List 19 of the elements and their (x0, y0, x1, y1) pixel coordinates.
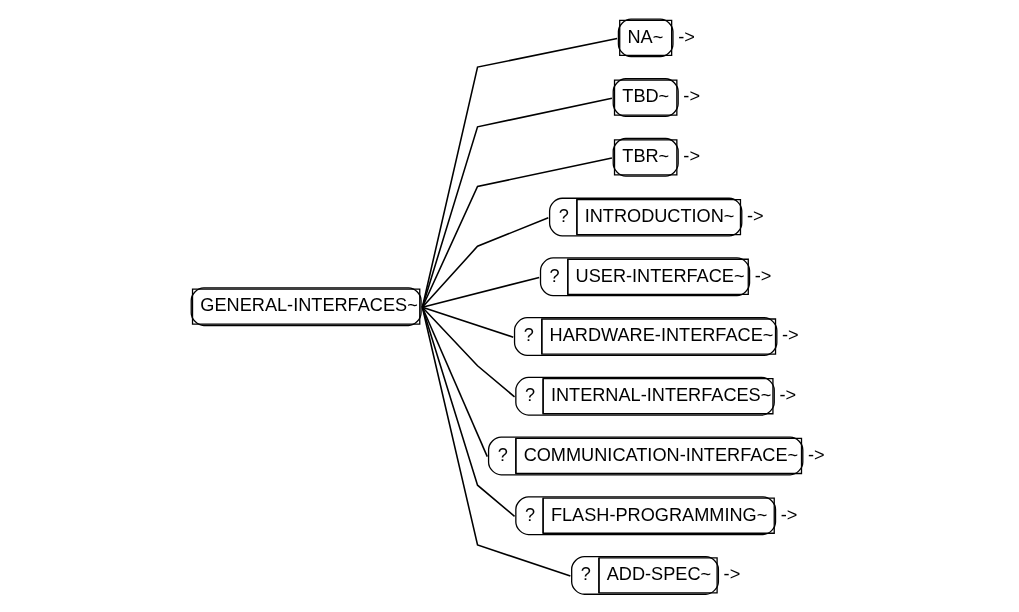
node-label: -> (781, 325, 799, 346)
node-label: -> (778, 385, 796, 406)
connector (421, 306, 514, 338)
node-label: -> (682, 146, 700, 167)
node-label: -> (780, 504, 797, 525)
node-label: -> (807, 444, 825, 465)
node-label: -> (682, 86, 700, 107)
connector (421, 306, 571, 577)
node-label: -> (754, 265, 771, 286)
connector (421, 306, 515, 398)
connector (421, 216, 549, 309)
connector (421, 37, 618, 309)
node-label: -> (746, 205, 764, 226)
connector (421, 306, 515, 518)
node-label: -> (677, 26, 695, 47)
connector (421, 157, 613, 309)
connector (421, 97, 613, 309)
connector (421, 276, 540, 309)
node-label: -> (723, 564, 740, 585)
